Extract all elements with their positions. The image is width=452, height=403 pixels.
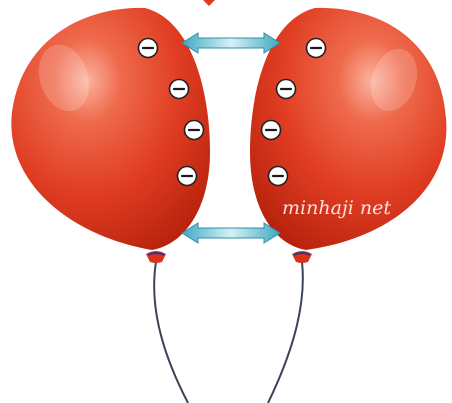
right-balloon-string [268, 262, 303, 403]
top-arrow-tip-fragment [203, 0, 215, 6]
left-balloon-negative-charge-1 [139, 39, 158, 58]
left-balloon-negative-charge-4 [178, 167, 197, 186]
left-balloon-negative-charge-3 [185, 121, 204, 140]
left-balloon-string [154, 262, 188, 403]
bottom-repulsion-double-arrow [182, 223, 280, 243]
left-balloon [11, 8, 210, 263]
left-balloon-body [11, 8, 210, 250]
left-balloon-negative-charge-2 [170, 80, 189, 99]
right-balloon-negative-charge-4 [269, 167, 288, 186]
right-balloon-negative-charge-2 [277, 80, 296, 99]
right-balloon-negative-charge-3 [262, 121, 281, 140]
right-balloon-negative-charge-1 [307, 39, 326, 58]
top-repulsion-double-arrow [182, 33, 280, 53]
watermark-text: minhaji net [282, 197, 391, 219]
